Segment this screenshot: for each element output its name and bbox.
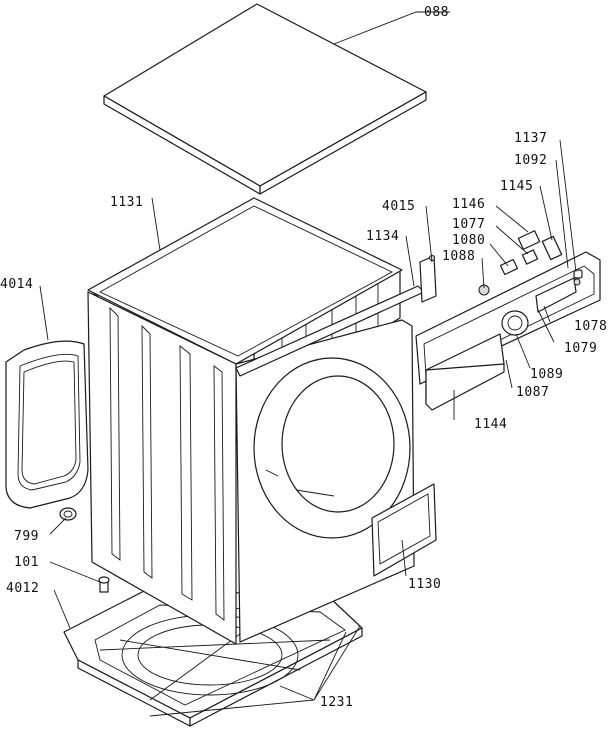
label-088: 088 <box>424 5 449 20</box>
label-1134: 1134 <box>366 229 399 244</box>
side-panel <box>5 340 89 509</box>
label-1145: 1145 <box>500 179 533 194</box>
label-1146: 1146 <box>452 197 485 212</box>
label-4015: 4015 <box>382 199 415 214</box>
feet <box>59 507 110 593</box>
leader-lines <box>39 11 577 717</box>
label-1087: 1087 <box>516 385 549 400</box>
label-1078: 1078 <box>574 319 607 334</box>
label-4014: 4014 <box>0 277 33 292</box>
label-1144: 1144 <box>474 417 507 432</box>
small-parts <box>429 230 563 296</box>
label-1131: 1131 <box>110 195 143 210</box>
label-1137: 1137 <box>514 131 547 146</box>
label-1080: 1080 <box>452 233 485 248</box>
label-1231: 1231 <box>320 695 353 710</box>
label-799: 799 <box>14 529 39 544</box>
callout-labels: 088 1131 4014 4015 1134 1137 1092 1145 1… <box>0 5 607 710</box>
service-hatch <box>371 483 437 577</box>
label-1089: 1089 <box>530 367 563 382</box>
control-panel <box>415 251 601 411</box>
label-4012: 4012 <box>6 581 39 596</box>
label-1130: 1130 <box>408 577 441 592</box>
cabinet <box>87 197 437 645</box>
label-1079: 1079 <box>564 341 597 356</box>
label-1092: 1092 <box>514 153 547 168</box>
label-101: 101 <box>14 555 39 570</box>
label-1088: 1088 <box>442 249 475 264</box>
top-lid <box>103 3 427 195</box>
label-1077: 1077 <box>452 217 485 232</box>
